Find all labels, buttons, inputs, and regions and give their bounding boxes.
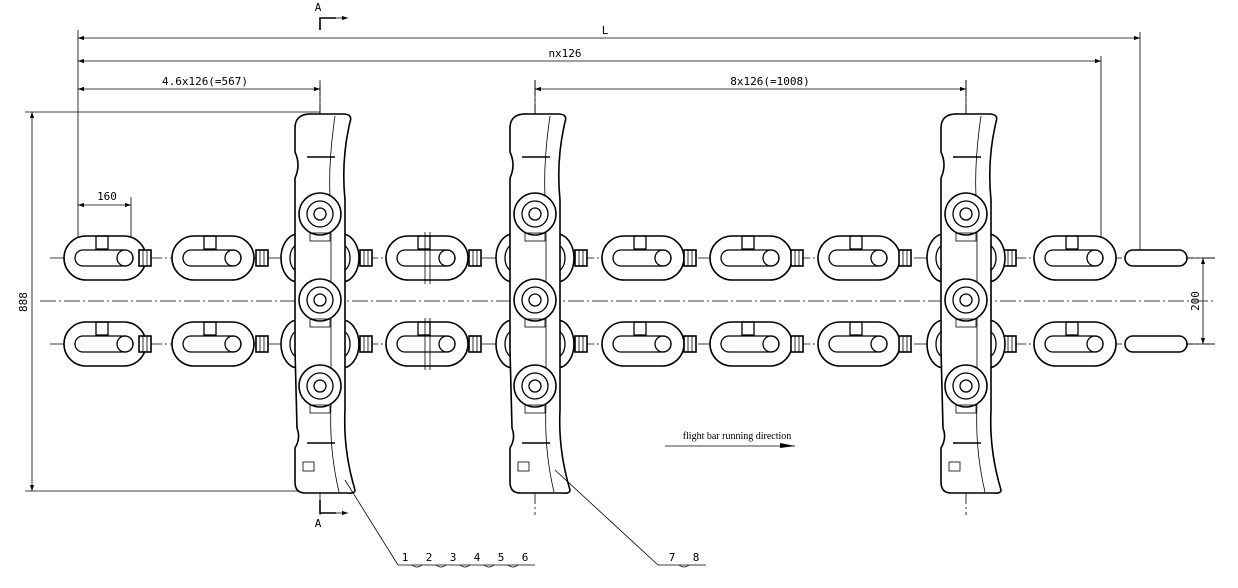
part-number-5: 5: [498, 551, 505, 564]
connector-link: [574, 249, 588, 267]
flight-bar-3: [940, 113, 1002, 494]
horizontal-link: [709, 321, 793, 367]
end-bar: [1124, 335, 1188, 353]
section-marker-top: A: [315, 1, 348, 30]
horizontal-link: [709, 235, 793, 281]
shackle-link: [424, 318, 431, 370]
horizontal-link: [1033, 235, 1117, 281]
bolt-boss: [298, 364, 342, 414]
dim-strand-spacing: 200: [1189, 291, 1202, 311]
connector-link: [898, 335, 912, 353]
horizontal-link: [1033, 321, 1117, 367]
part-number-1: 1: [402, 551, 409, 564]
bolt-boss: [944, 278, 988, 328]
connector-link: [359, 335, 373, 353]
bolt-boss: [944, 364, 988, 414]
shackle-link: [424, 232, 431, 284]
direction-label: flight bar running direction: [683, 431, 792, 442]
flight-bars: [294, 113, 1002, 494]
part-number-3: 3: [450, 551, 457, 564]
dim-flight-spacing: 8x126(=1008): [730, 75, 809, 88]
horizontal-link: [817, 321, 901, 367]
dim-overall-length: L: [602, 24, 609, 37]
direction-note: flight bar running direction: [665, 431, 795, 448]
part-number-6: 6: [522, 551, 529, 564]
connector-link: [790, 249, 804, 267]
dimension-labels: L nx126 4.6x126(=567) 8x126(=1008) 160 8…: [17, 24, 1202, 312]
horizontal-link: [171, 321, 255, 367]
connector-link: [468, 249, 482, 267]
horizontal-link: [385, 321, 469, 367]
dim-first-offset: 4.6x126(=567): [162, 75, 248, 88]
dim-pitch-count: nx126: [548, 47, 581, 60]
section-marker-bottom: A: [315, 500, 348, 530]
dim-total-height: 888: [17, 292, 30, 312]
bolt-boss: [513, 278, 557, 328]
connector-link: [790, 335, 804, 353]
bolt-boss: [513, 364, 557, 414]
horizontal-link: [601, 235, 685, 281]
connector-link: [683, 249, 697, 267]
horizontal-link: [63, 235, 147, 281]
part-number-2: 2: [426, 551, 433, 564]
section-label-bottom: A: [315, 517, 322, 530]
center-lines: [40, 80, 1215, 515]
connector-link: [255, 249, 269, 267]
part-number-b-1: 7: [669, 551, 676, 564]
part-number-b-2: 8: [693, 551, 700, 564]
part-number-4: 4: [474, 551, 481, 564]
connector-link: [255, 335, 269, 353]
connector-link: [138, 335, 152, 353]
connector-link: [468, 335, 482, 353]
flight-bar-1: [294, 113, 356, 494]
bolt-boss: [944, 192, 988, 242]
horizontal-link: [385, 235, 469, 281]
extension-lines: [25, 30, 1215, 492]
bolt-boss: [298, 278, 342, 328]
bolt-boss: [298, 192, 342, 242]
connector-link: [574, 335, 588, 353]
connector-link: [898, 249, 912, 267]
connector-link: [359, 249, 373, 267]
horizontal-link: [817, 235, 901, 281]
connector-link: [683, 335, 697, 353]
connector-link: [138, 249, 152, 267]
section-label-top: A: [315, 1, 322, 14]
horizontal-link: [63, 321, 147, 367]
dimension-lines: [29, 35, 1206, 491]
dim-link-length: 160: [97, 190, 117, 203]
bolt-boss: [513, 192, 557, 242]
horizontal-link: [171, 235, 255, 281]
part-leader-left: 1 2 3 4 5 6: [344, 479, 535, 568]
flight-bar-2: [509, 113, 571, 494]
horizontal-link: [601, 321, 685, 367]
end-bar: [1124, 249, 1188, 267]
